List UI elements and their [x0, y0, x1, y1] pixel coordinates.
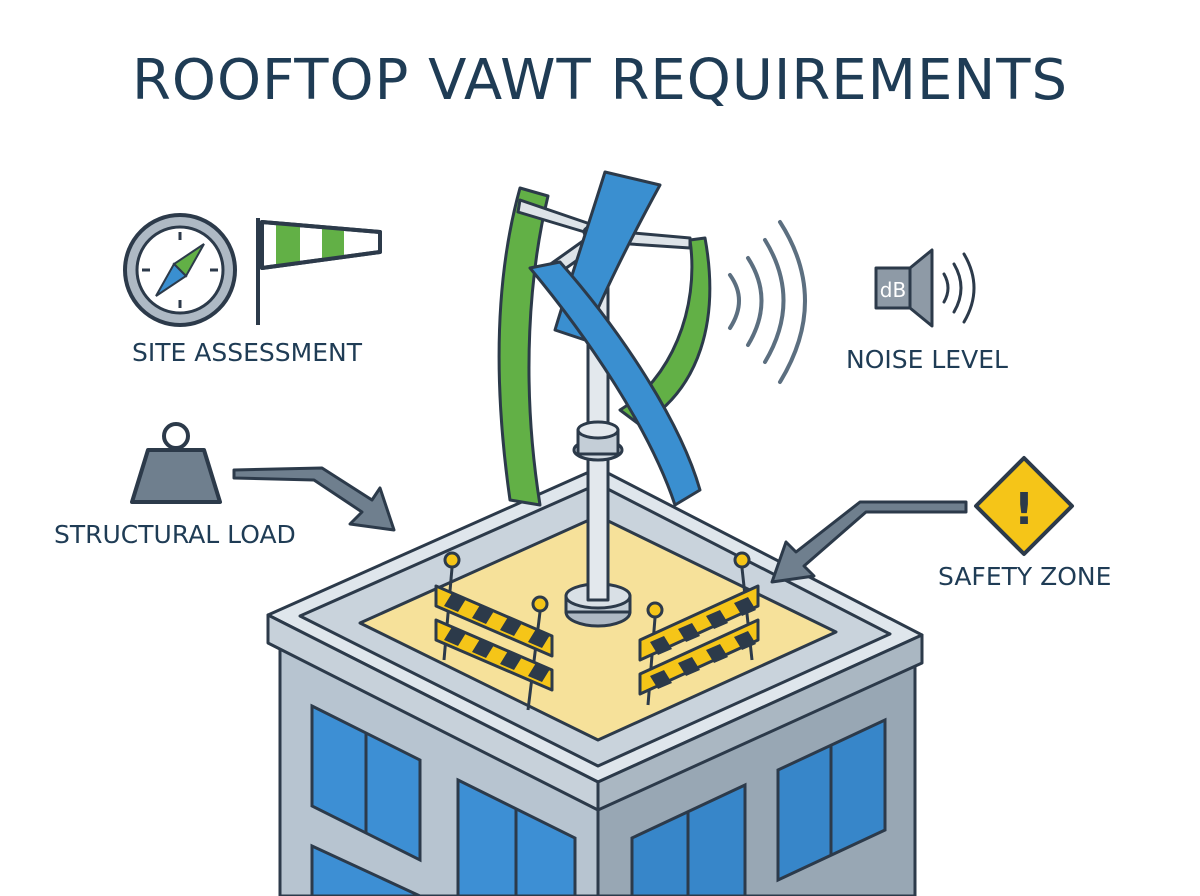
stripe [472, 605, 494, 624]
stripe [734, 631, 756, 650]
arrow-shape [232, 466, 396, 532]
warning-icon-glyph: ! [1014, 484, 1034, 535]
speaker-wave [942, 272, 950, 304]
turbine-collar-top [576, 420, 620, 440]
stripe [500, 651, 522, 670]
compass-icon [123, 213, 237, 327]
barrier-lamp [443, 551, 461, 569]
windsock-stripe [322, 227, 344, 260]
speaker-wave [952, 262, 963, 314]
barrier-stripes [650, 597, 756, 689]
arrow-shape [770, 500, 968, 584]
compass-needle-south [155, 262, 188, 297]
barrier-lamp [531, 595, 549, 613]
label-noise-level: NOISE LEVEL [846, 345, 1008, 374]
safety-barrier-right [638, 551, 760, 706]
label-site-assessment: SITE ASSESSMENT [132, 338, 362, 367]
stripe [706, 644, 728, 663]
sound-wave [778, 220, 807, 384]
warning-icon [974, 456, 1074, 556]
parapet-right-face [596, 633, 924, 812]
roof-safety-zone [358, 514, 838, 742]
sound-wave [763, 238, 786, 364]
stripe [734, 597, 756, 616]
speaker-wave [962, 252, 976, 324]
windows-left [310, 703, 577, 896]
stripe [678, 623, 700, 642]
arrow-safety-zone [770, 500, 968, 584]
windsock-icon [256, 218, 382, 325]
stripe [678, 657, 700, 676]
weight-icon [130, 422, 222, 504]
stripe [528, 663, 550, 682]
window [310, 843, 421, 896]
windsock-stripe [276, 223, 300, 266]
stripe [444, 627, 466, 646]
turbine-blade-blue [528, 260, 702, 507]
speaker-icon [874, 248, 934, 328]
stripe [650, 670, 672, 689]
arrow-structural-load [232, 466, 396, 532]
stripe [444, 593, 466, 612]
page-title: ROOFTOP VAWT REQUIREMENTS [131, 48, 1068, 113]
sound-wave [728, 273, 741, 330]
stripe [528, 629, 550, 648]
turbine-sound-waves [728, 220, 807, 384]
barrier-lamp [646, 601, 664, 619]
speaker-cone [908, 248, 934, 328]
barrier-board [638, 618, 760, 696]
weight-body [130, 448, 222, 504]
windsock-outline [260, 220, 382, 270]
stripe [472, 639, 494, 658]
barrier-stripes [444, 593, 550, 682]
barrier-board [638, 584, 760, 662]
vawt-turbine [497, 170, 712, 628]
stripe [706, 610, 728, 629]
stripe [650, 636, 672, 655]
barrier-lamp [733, 551, 751, 569]
warning-diamond [974, 456, 1074, 556]
label-structural-load: STRUCTURAL LOAD [54, 520, 296, 549]
decibel-icon-text: dB [880, 278, 906, 302]
windows-right [630, 717, 887, 896]
safety-barrier-left [434, 551, 554, 711]
stripe [500, 617, 522, 636]
weight-ring [162, 422, 190, 450]
label-safety-zone: SAFETY ZONE [938, 562, 1112, 591]
speaker-waves [942, 252, 976, 324]
sound-wave [746, 256, 764, 347]
turbine-blade-green [497, 186, 550, 507]
